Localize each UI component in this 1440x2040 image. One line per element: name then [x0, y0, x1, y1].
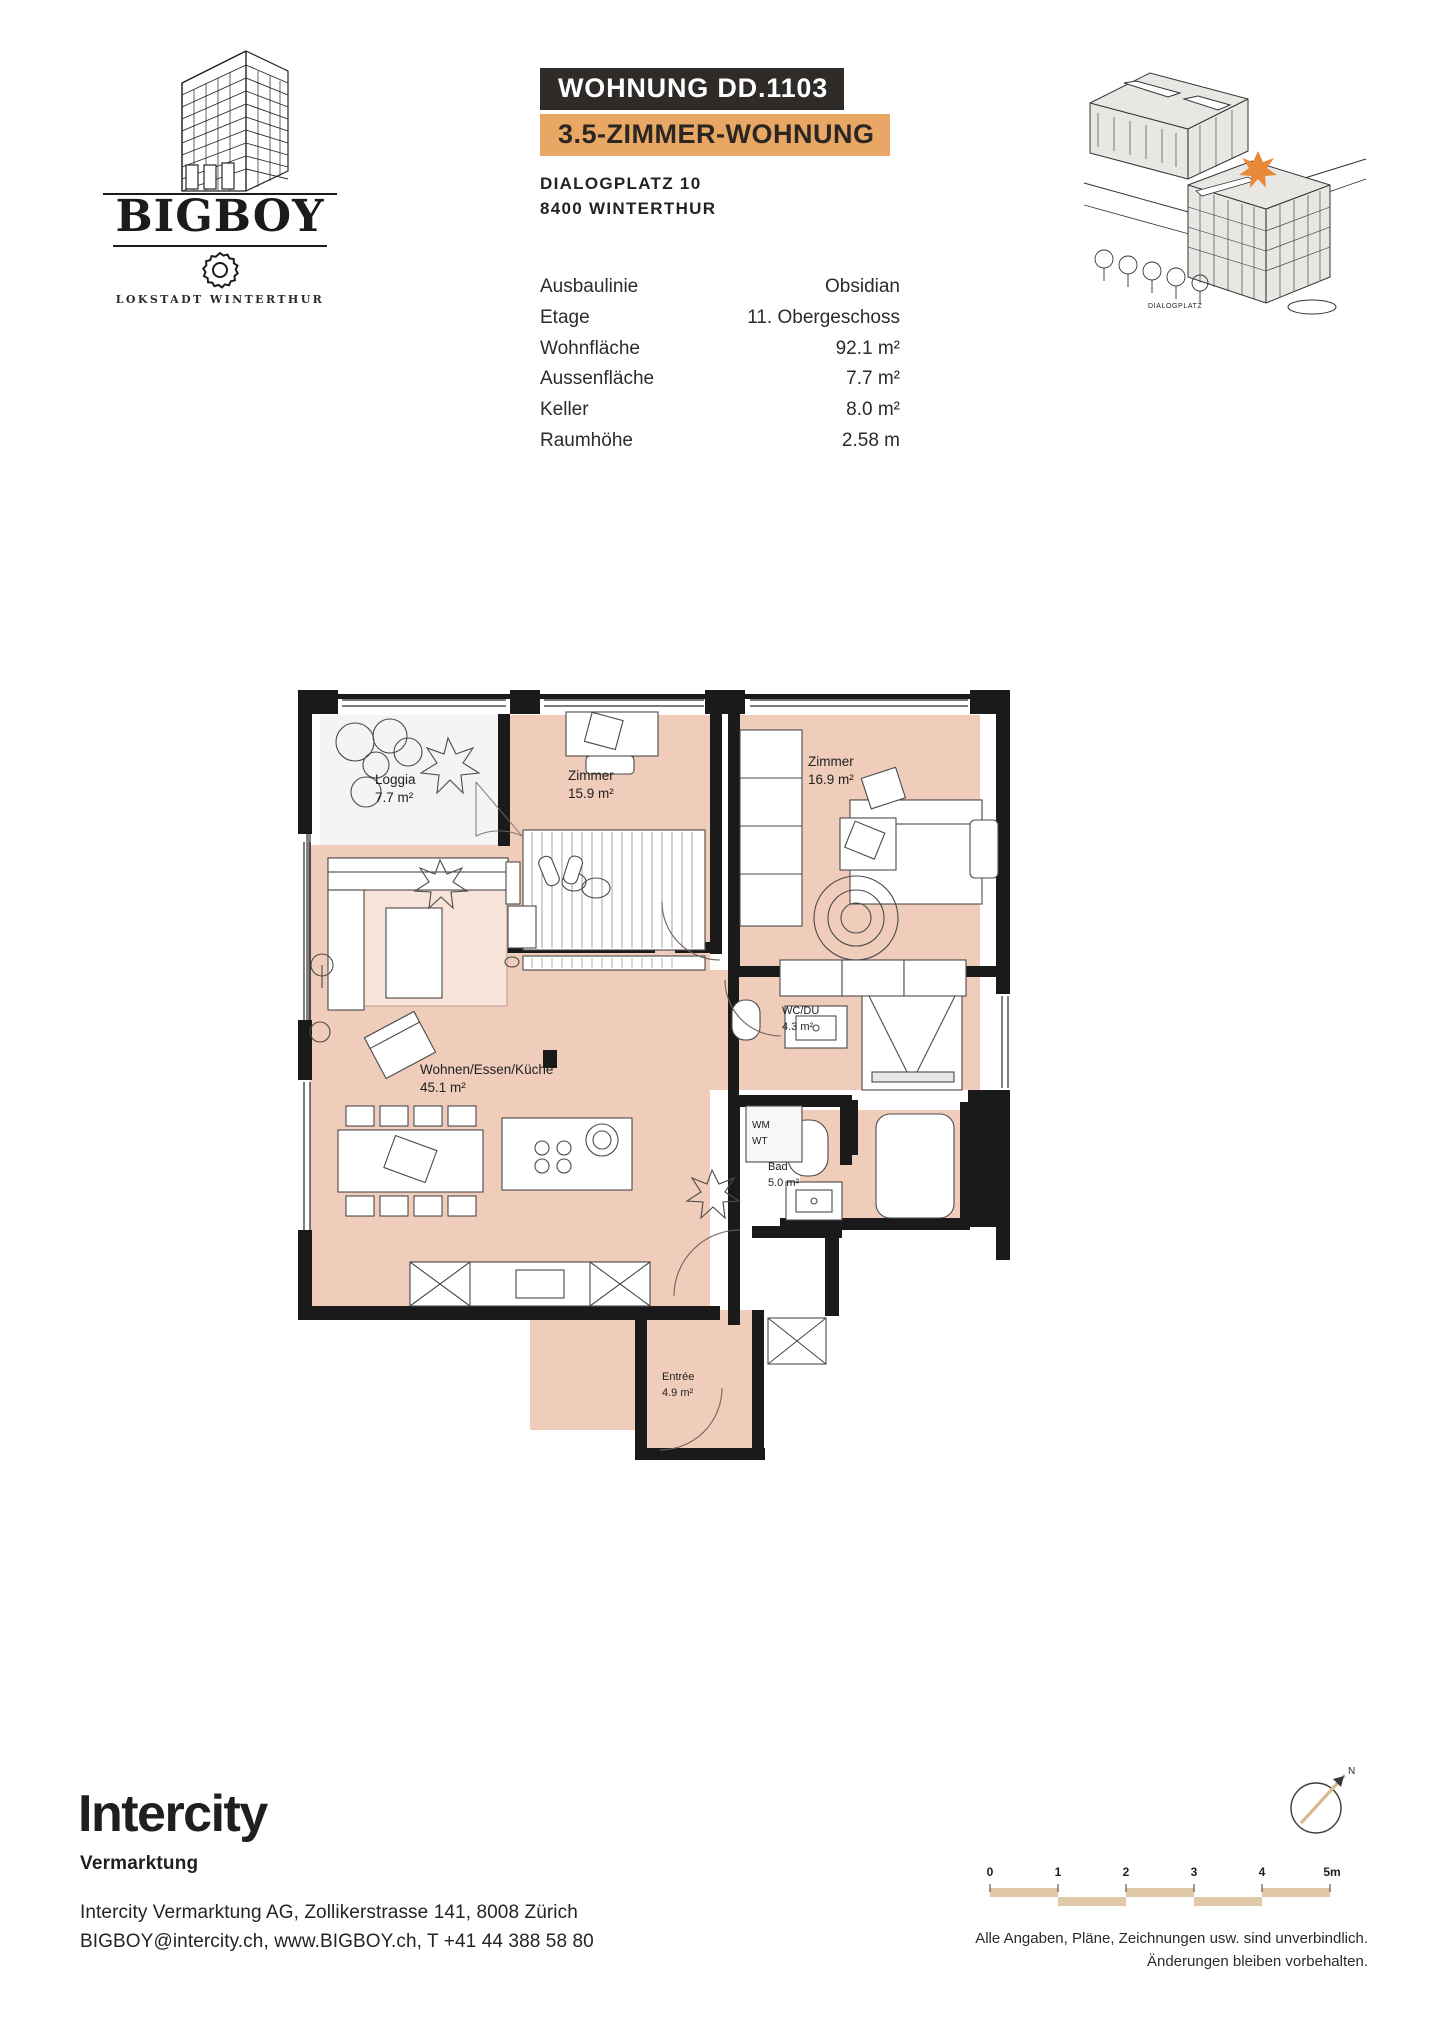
room-name: Zimmer [808, 754, 854, 769]
room-labels: Loggia 7.7 m² Zimmer 15.9 m² Zimmer 16.9… [375, 754, 854, 1399]
windows [303, 699, 1009, 1230]
spec-row: Aussenfläche 7.7 m² [540, 364, 900, 395]
logo-wordmark: BIGBOY [115, 191, 325, 242]
room-name: Zimmer [568, 768, 614, 783]
spec-row: Etage 11. Obergeschoss [540, 303, 900, 334]
walls [298, 690, 1010, 1460]
disclaimer-line-2: Änderungen bleiben vorbehalten. [1146, 1952, 1368, 1970]
contact-block: Intercity Vermarktung AG, Zollikerstrass… [80, 1898, 594, 1957]
address-line-1: DIALOGPLATZ 10 [540, 174, 702, 193]
scale-tick: 2 [1123, 1865, 1130, 1879]
document-footer: Intercity Vermarktung Intercity Vermarkt… [0, 1750, 1440, 2040]
spec-value: 92.1 m² [835, 337, 900, 359]
room-area: 4.3 m² [782, 1021, 814, 1033]
scale-tick: 3 [1191, 1865, 1198, 1879]
room-name: WC/DU [782, 1005, 819, 1017]
spec-value: 2.58 m [841, 429, 900, 451]
compass-north-label: N [1348, 1766, 1355, 1777]
specification-table: Ausbaulinie Obsidian Etage 11. Obergesch… [540, 272, 900, 457]
room-area: 7.7 m² [375, 790, 414, 805]
room-area: 4.9 m² [662, 1387, 694, 1399]
apartment-tower-icon [181, 50, 289, 192]
location-marker-icon [1239, 151, 1277, 188]
room-area: 16.9 m² [808, 772, 854, 787]
spec-key: Raumhöhe [540, 429, 633, 451]
keyplan-caption: DIALOGPLATZ [1148, 303, 1202, 310]
address-line-2: 8400 WINTERTHUR [540, 198, 717, 218]
door-swings [659, 901, 782, 1451]
compass-rose-icon: N [1290, 1766, 1355, 1834]
room-area: 15.9 m² [568, 786, 614, 801]
title-block: WOHNUNG DD.1103 3.5-ZIMMER-WOHNUNG DIALO… [540, 68, 960, 221]
intercity-logo: Intercity [78, 1785, 268, 1843]
spec-row: Keller 8.0 m² [540, 395, 900, 426]
room-name: Loggia [375, 772, 416, 787]
floor-plan: Loggia 7.7 m² Zimmer 15.9 m² Zimmer 16.9… [280, 670, 1160, 1510]
scale-bar: 0 1 2 3 4 5m [987, 1865, 1341, 1906]
room-name: Wohnen/Essen/Küche [420, 1062, 553, 1077]
floor-plan-drawing: Loggia 7.7 m² Zimmer 15.9 m² Zimmer 16.9… [298, 690, 1010, 1460]
spec-row: Wohnfläche 92.1 m² [540, 334, 900, 365]
shaft-markings [767, 1317, 827, 1365]
spec-key: Keller [540, 399, 589, 421]
intercity-tagline: Vermarktung [80, 1853, 199, 1874]
situation-key-plan: DIALOGPLATZ [1083, 72, 1367, 315]
spec-value: 11. Obergeschoss [747, 306, 900, 328]
living-room-furniture [309, 857, 741, 1307]
room-name: Bad [768, 1161, 788, 1173]
page-title: WOHNUNG DD.1103 [540, 68, 845, 110]
spec-key: Wohnfläche [540, 337, 640, 359]
room-area: 5.0 m² [768, 1177, 800, 1189]
gear-icon [202, 251, 239, 289]
disclaimer-line-1: Alle Angaben, Pläne, Zeichnungen usw. si… [975, 1930, 1368, 1947]
address-block: DIALOGPLATZ 10 8400 WINTERTHUR [540, 172, 960, 221]
logo-divider-top [103, 193, 337, 195]
company-contact: BIGBOY@intercity.ch, www.BIGBOY.ch, T +4… [80, 1931, 594, 1953]
disclaimer: Alle Angaben, Pläne, Zeichnungen usw. si… [848, 1928, 1368, 1973]
loggia-furniture [335, 718, 481, 808]
page-subtitle: 3.5-ZIMMER-WOHNUNG [540, 114, 891, 156]
document-header: BIGBOY LOKSTADT WINTERTHUR WOHNUNG DD.11… [0, 0, 1440, 451]
scale-tick: 1 [1055, 1865, 1062, 1879]
bathroom-fixtures [731, 959, 967, 1221]
spec-key: Ausbaulinie [540, 276, 639, 297]
company-address: Intercity Vermarktung AG, Zollikerstrass… [80, 1902, 578, 1923]
logo-tagline: LOKSTADT WINTERTHUR [115, 293, 325, 306]
bedroom-2-furniture [739, 729, 999, 961]
appliance-label-wt: WT [752, 1136, 768, 1147]
logo-divider-bottom [113, 245, 327, 247]
scale-tick: 0 [987, 1865, 994, 1879]
spec-row: Raumhöhe 2.58 m [540, 426, 900, 457]
spec-row: Ausbaulinie Obsidian [540, 272, 900, 303]
spec-value: 8.0 m² [846, 399, 900, 421]
spec-value: Obsidian [825, 276, 900, 297]
spec-value: 7.7 m² [846, 368, 900, 390]
spec-key: Aussenfläche [540, 368, 655, 390]
spec-key: Etage [540, 306, 590, 328]
room-name: Entrée [662, 1371, 694, 1383]
bedroom-1-furniture [475, 711, 706, 971]
room-area: 45.1 m² [420, 1080, 466, 1095]
bigboy-logo: BIGBOY LOKSTADT WINTERTHUR [95, 45, 345, 306]
scale-tick: 5m [1323, 1865, 1340, 1879]
scale-tick: 4 [1259, 1865, 1266, 1879]
appliance-label-wm: WM [752, 1120, 770, 1131]
